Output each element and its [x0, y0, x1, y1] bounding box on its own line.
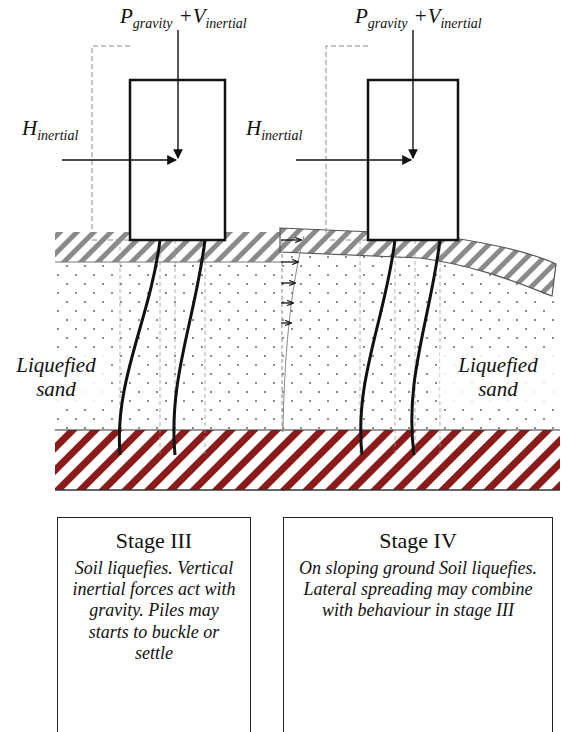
- load-symbol: Pgravity +Vinertial: [120, 6, 247, 31]
- subscript: inertial: [37, 128, 78, 143]
- bearing-layer: [282, 489, 560, 491]
- label-text: Liquefied sand: [16, 353, 95, 401]
- stage-description: On sloping ground Soil liquefies. Latera…: [294, 558, 542, 622]
- liquefied-sand-layer: [55, 260, 283, 432]
- displacement-profile: [282, 236, 304, 432]
- liquefied-sand-layer: [55, 260, 283, 432]
- reference-line: [415, 240, 416, 455]
- spreading-arrow: [281, 302, 293, 303]
- subscript: inertial: [261, 128, 302, 143]
- force-symbol: Hinertial: [22, 118, 78, 143]
- displaced-outline: [92, 46, 130, 240]
- crust-layer: [55, 262, 283, 263]
- spreading-arrow: [281, 240, 301, 323]
- label-text: +V: [178, 4, 205, 28]
- force-arrow: [296, 30, 413, 160]
- bearing-layer: [55, 430, 285, 431]
- soil-label: Liquefied sand: [440, 352, 556, 402]
- label-text: P: [120, 4, 133, 28]
- subscript: gravity: [368, 16, 408, 31]
- spreading-arrow: [281, 322, 291, 323]
- reference-line: [440, 240, 441, 455]
- caption-box: Stage IV On sloping ground Soil liquefies…: [283, 517, 553, 732]
- bearing-layer: [55, 430, 285, 490]
- reference-line: [360, 240, 440, 455]
- label-text: H: [22, 116, 37, 140]
- force-symbol: Hinertial: [246, 118, 302, 143]
- pile: [119, 240, 205, 455]
- pile: [119, 240, 160, 455]
- displaced-outline: [326, 46, 368, 240]
- force-arrow: [296, 159, 411, 160]
- subscript: inertial: [205, 16, 246, 31]
- force-arrow: [62, 159, 176, 160]
- bearing-layer: [55, 489, 285, 491]
- displaced-outline: [326, 46, 368, 240]
- bearing-layer: [282, 430, 560, 490]
- reference-line: [120, 240, 205, 455]
- force-arrow: [412, 30, 413, 158]
- displacement-profile: [282, 240, 283, 432]
- subscript: inertial: [440, 16, 481, 31]
- stage-heading: Stage III: [68, 528, 240, 554]
- force-arrow: [177, 30, 178, 158]
- pile: [412, 240, 440, 455]
- label-text: Liquefied sand: [458, 353, 537, 401]
- stage-heading: Stage IV: [294, 528, 542, 554]
- label-text: P: [355, 4, 368, 28]
- load-symbol: Pgravity +Vinertial: [355, 6, 482, 31]
- bearing-layer: [282, 430, 560, 490]
- label-text: +V: [413, 4, 440, 28]
- label-text: H: [246, 116, 261, 140]
- caption-box: Stage III Soil liquefies. Vertical inerti…: [57, 517, 251, 732]
- pile: [361, 240, 440, 455]
- soil-label: Liquefied sand: [4, 352, 108, 402]
- subscript: gravity: [133, 16, 173, 31]
- force-arrow: [62, 30, 178, 160]
- stage-description: Soil liquefies. Vertical inertial forces…: [68, 558, 240, 664]
- spreading-arrow: [281, 282, 295, 283]
- reference-line: [160, 240, 161, 455]
- pile: [174, 240, 205, 455]
- bearing-layer: [55, 430, 285, 490]
- reference-line: [205, 240, 206, 455]
- displaced-outline: [92, 46, 130, 240]
- bearing-layer: [282, 430, 560, 431]
- spreading-arrow: [281, 239, 301, 240]
- reference-line: [395, 240, 396, 455]
- pile: [361, 240, 395, 455]
- spreading-arrow: [281, 261, 298, 262]
- displacement-profile: [283, 236, 304, 432]
